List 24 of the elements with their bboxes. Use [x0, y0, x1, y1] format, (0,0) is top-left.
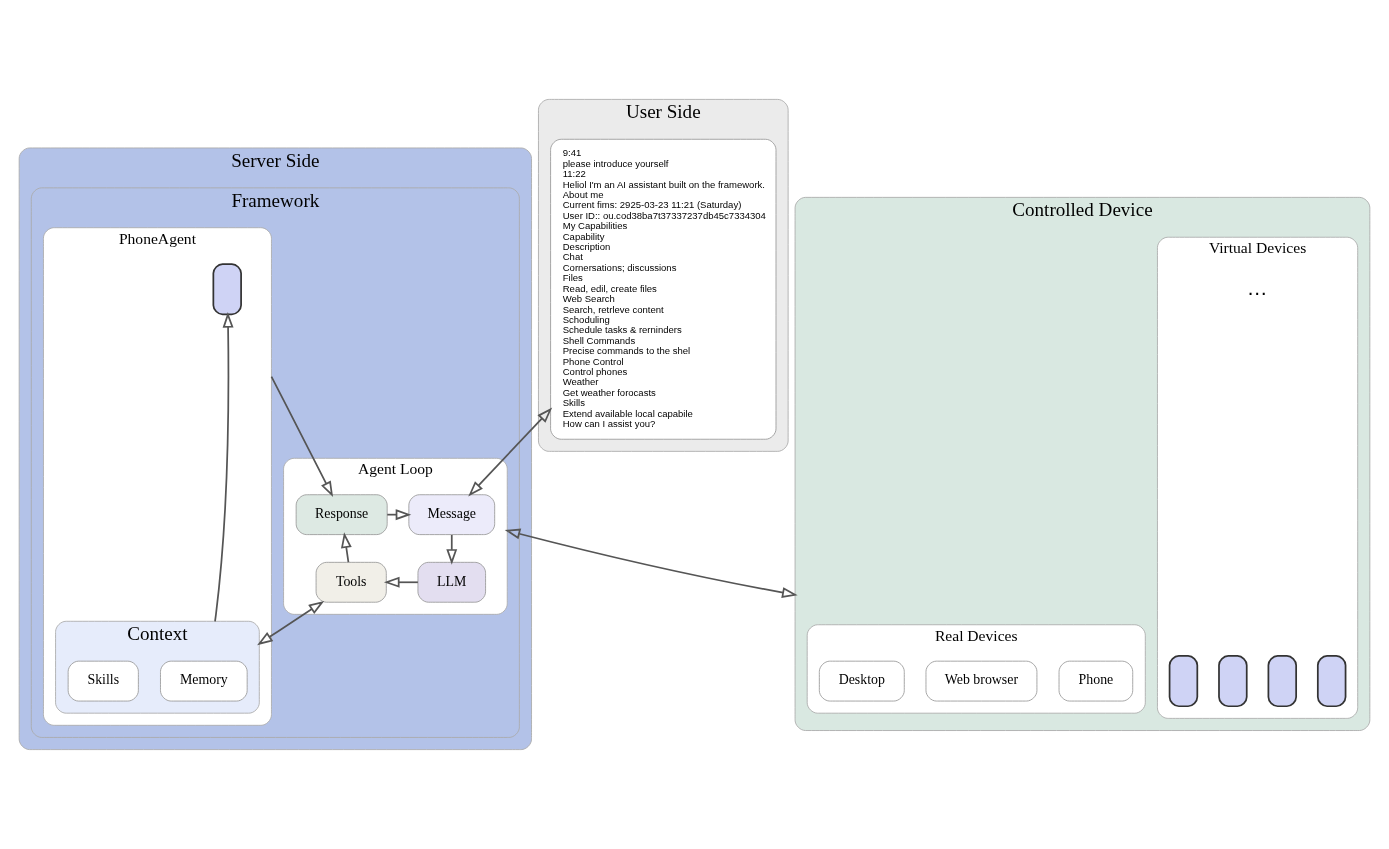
node-box [1218, 655, 1248, 708]
node-box: Message [408, 494, 496, 536]
node-box: Phone [1058, 660, 1134, 702]
arrow [270, 375, 334, 497]
node-box: Tools [315, 561, 387, 603]
arrow [446, 534, 458, 565]
arrow [386, 509, 412, 521]
node-box: 9:41 please introduce yourself 11:22 Heliol I'm an AI assistant built on the framework. About me Current fims: 2925-03-23 11:21 (Saturday) User ID:: ou.cod38ba7t37337237db45c7334304 My Capabilities Capability Description Chat Cornersations; discussions Files Read, edil, create files Web Search Search, retrleve content Schoduling Schedule tasks & rerninders Shell Commands Precise commands to the shel Phone Control Control phones Weather Get weather forocasts Skills Extend available local capabile How can I assist you? [550, 138, 777, 440]
arrow [257, 600, 325, 646]
arrow [504, 528, 798, 598]
node-box: Memory [160, 660, 248, 702]
label: … [1246, 275, 1268, 299]
node-box [1316, 655, 1347, 708]
arrow [383, 576, 419, 588]
node-box: Desktop [818, 660, 905, 702]
arrow [468, 407, 553, 497]
node-box [212, 263, 242, 316]
node-box: LLM [417, 561, 486, 603]
node-box: Skills [67, 660, 139, 702]
node-box [1267, 655, 1297, 708]
node-box: Response [295, 494, 388, 536]
node-box: Web browser [925, 660, 1038, 702]
node-box [1168, 655, 1199, 708]
arrow [214, 312, 234, 623]
